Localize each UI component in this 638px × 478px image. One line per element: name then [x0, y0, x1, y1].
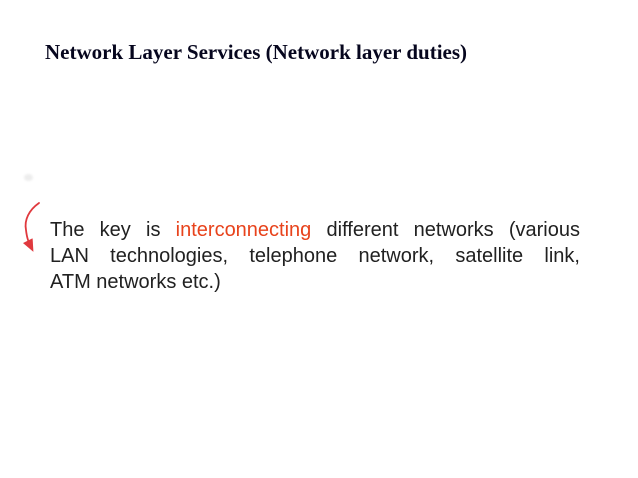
body-line-2: LAN technologies, telephone network, sat… — [50, 245, 580, 267]
body-text-pre: The key is — [50, 219, 176, 241]
slide-title: Network Layer Services (Network layer du… — [45, 40, 468, 64]
body-text-post: different networks (various — [311, 219, 580, 241]
body-line-3: ATM networks etc.) — [50, 271, 221, 293]
body-line-1: The key is interconnecting different net… — [50, 217, 580, 243]
stray-mark — [24, 174, 33, 181]
curved-down-arrow-icon — [22, 202, 40, 252]
highlighted-word: interconnecting — [175, 219, 312, 241]
body-paragraph: The key is interconnecting different net… — [50, 217, 580, 295]
